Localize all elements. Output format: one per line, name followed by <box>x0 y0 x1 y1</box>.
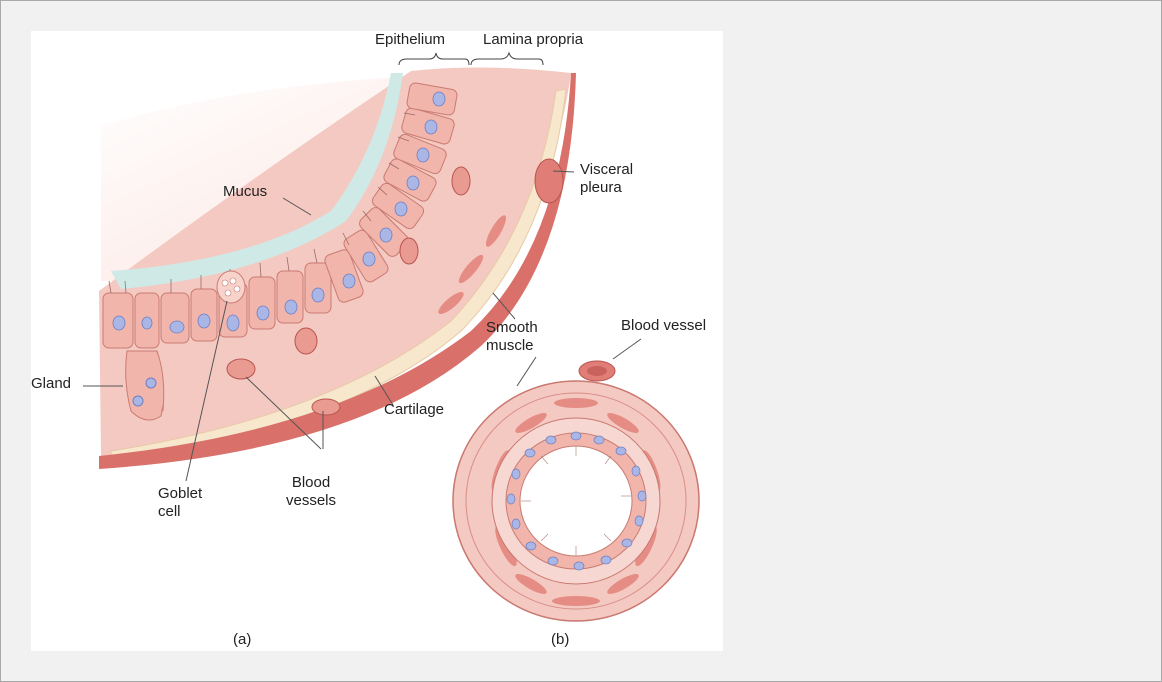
panel-b-caption: (b) <box>551 631 569 649</box>
label-cartilage: Cartilage <box>384 401 444 419</box>
label-visceral-pleura: Visceral pleura <box>580 161 633 197</box>
label-gland: Gland <box>31 375 71 393</box>
label-smooth-muscle: Smooth muscle <box>486 319 538 355</box>
label-blood-vessel: Blood vessel <box>621 317 706 335</box>
airway-histology-figure: Epithelium Lamina propria Mucus Visceral… <box>31 31 723 651</box>
panel-b-cross-section <box>453 361 699 621</box>
label-goblet-cell: Goblet cell <box>158 485 202 521</box>
label-epithelium: Epithelium <box>375 31 445 49</box>
layer-brackets <box>399 53 543 65</box>
label-lamina-propria: Lamina propria <box>483 31 583 49</box>
label-mucus: Mucus <box>223 183 267 201</box>
label-blood-vessels: Blood vessels <box>286 474 336 510</box>
panel-a-caption: (a) <box>233 631 251 649</box>
gland-shape <box>126 351 164 420</box>
goblet-cell-shape <box>217 271 245 303</box>
histology-illustration <box>31 31 723 651</box>
